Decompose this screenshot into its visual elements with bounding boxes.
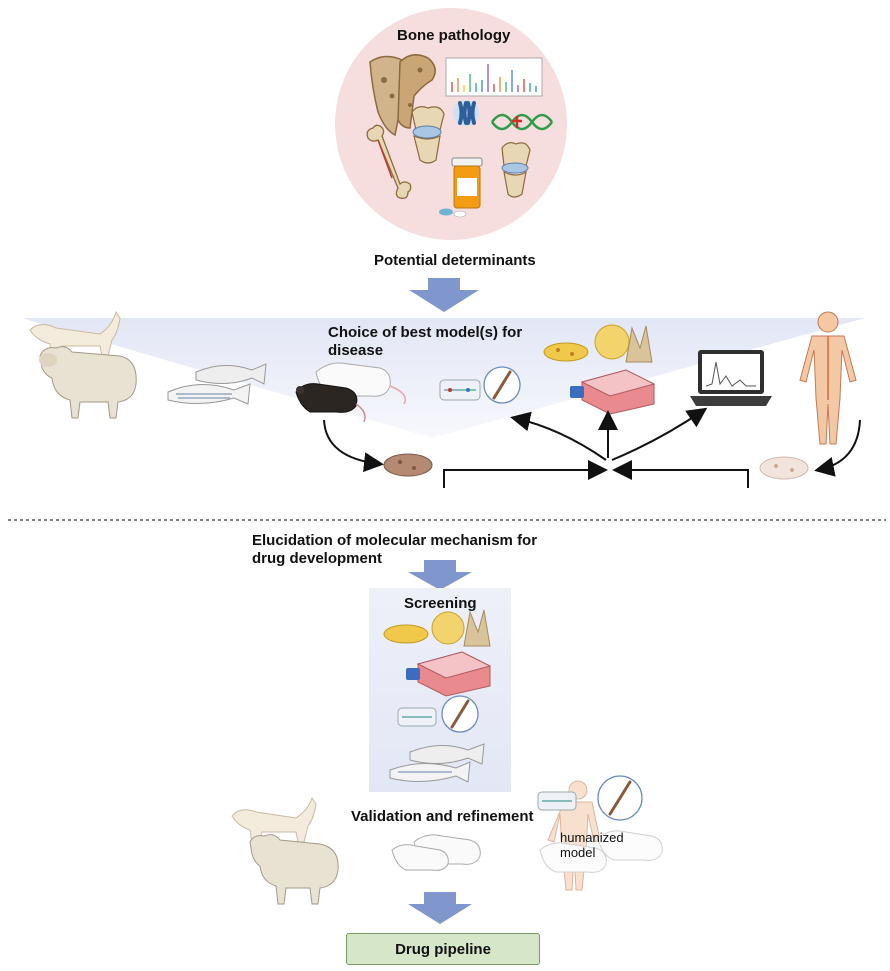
potential-determinants-label: Potential determinants bbox=[374, 252, 536, 269]
gwas-plot-icon bbox=[445, 57, 543, 97]
arrow-down-3 bbox=[408, 892, 472, 924]
humanized-label: humanized bbox=[560, 830, 624, 845]
dog-icon bbox=[231, 796, 317, 845]
sheep-icon bbox=[249, 834, 339, 905]
organ-on-chip-icon bbox=[537, 791, 577, 811]
validation-label: Validation and refinement bbox=[351, 808, 534, 825]
bone-icon bbox=[597, 775, 643, 821]
knee-joint-icon bbox=[411, 106, 445, 164]
bone-icon bbox=[483, 366, 521, 404]
human-body-icon bbox=[799, 311, 857, 445]
screening-label: Screening bbox=[404, 595, 477, 612]
bone-icon bbox=[441, 695, 479, 733]
dna-icon bbox=[490, 113, 554, 131]
organ-on-chip-icon bbox=[439, 379, 481, 401]
drug-pipeline-box: Drug pipeline bbox=[346, 933, 540, 965]
cell-culture-flask-icon bbox=[570, 369, 656, 415]
humanized-model-icon bbox=[539, 780, 663, 891]
dog-icon bbox=[29, 310, 121, 359]
arrow-down-1 bbox=[409, 278, 479, 312]
bone-icon bbox=[366, 124, 412, 200]
mouse-icon bbox=[391, 834, 481, 871]
organoid-icon bbox=[543, 324, 653, 363]
model-choice-label: Choice of best model(s) for disease bbox=[328, 324, 523, 359]
bone-tissue-icon bbox=[759, 456, 809, 480]
zebrafish-icon bbox=[389, 743, 485, 783]
arrow-down-2 bbox=[408, 560, 472, 590]
knee-joint-icon bbox=[501, 142, 531, 198]
bone-tissue-icon bbox=[383, 453, 433, 477]
organoid-icon bbox=[383, 609, 491, 647]
flow-arrows bbox=[323, 407, 861, 488]
organ-on-chip-icon bbox=[397, 707, 437, 727]
mouse-icon bbox=[295, 383, 366, 423]
sheep-icon bbox=[39, 346, 137, 419]
pill-bottle-icon bbox=[439, 157, 483, 218]
model-label: model bbox=[560, 845, 596, 860]
zebrafish-icon bbox=[167, 363, 267, 405]
bone-pathology-title: Bone pathology bbox=[397, 27, 511, 44]
chromosome-icon bbox=[453, 100, 479, 126]
model-choice-fan bbox=[22, 318, 865, 438]
laptop-icon bbox=[690, 350, 772, 406]
femur-icon bbox=[369, 54, 436, 137]
elucidation-label: Elucidation of molecular mechanism for d… bbox=[252, 532, 538, 567]
drug-pipeline-label: Drug pipeline bbox=[395, 940, 491, 958]
cell-culture-flask-icon bbox=[406, 651, 492, 697]
